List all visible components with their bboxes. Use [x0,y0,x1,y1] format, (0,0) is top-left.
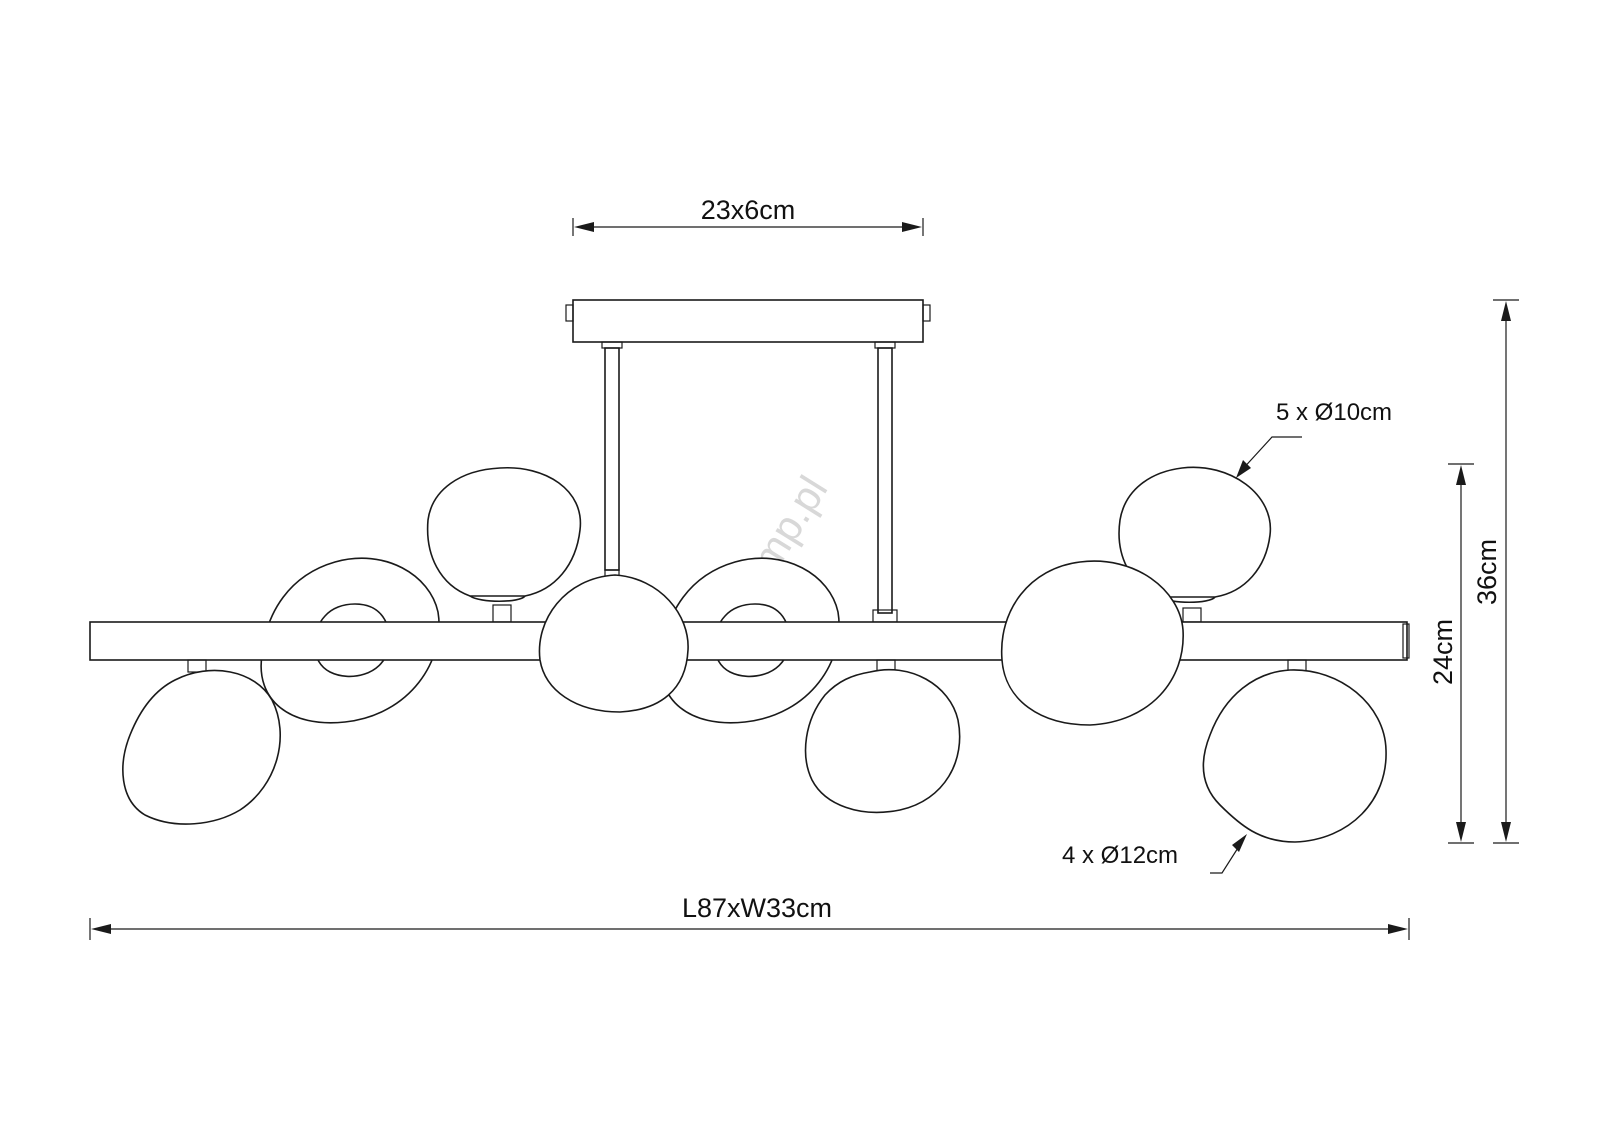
shade-center-left [538,569,689,713]
callout-large-shades: 4 x Ø12cm [1062,834,1247,874]
shade-lower-right [1202,659,1387,843]
dimension-total-height: 36cm [1472,299,1519,844]
dimension-length: L87xW33cm [89,893,1410,940]
shade-lower-left [122,659,281,825]
main-bar [89,621,1410,661]
dimension-canopy: 23x6cm [572,195,924,236]
large-shades-label: 4 x Ø12cm [1062,842,1178,869]
canopy [565,299,931,349]
body-height-label: 24cm [1428,619,1458,685]
length-dimension-label: L87xW33cm [682,893,832,923]
shade-upper-left [426,467,582,623]
small-shades-label: 5 x Ø10cm [1276,399,1392,426]
canopy-dimension-label: 23x6cm [701,195,796,225]
callout-small-shades: 5 x Ø10cm [1236,399,1392,478]
shade-lower-center [804,659,961,814]
total-height-label: 36cm [1472,539,1502,605]
shade-upper-right [1118,466,1272,623]
dimension-body-height: 24cm [1428,463,1474,844]
shade-center-right [1000,560,1184,726]
